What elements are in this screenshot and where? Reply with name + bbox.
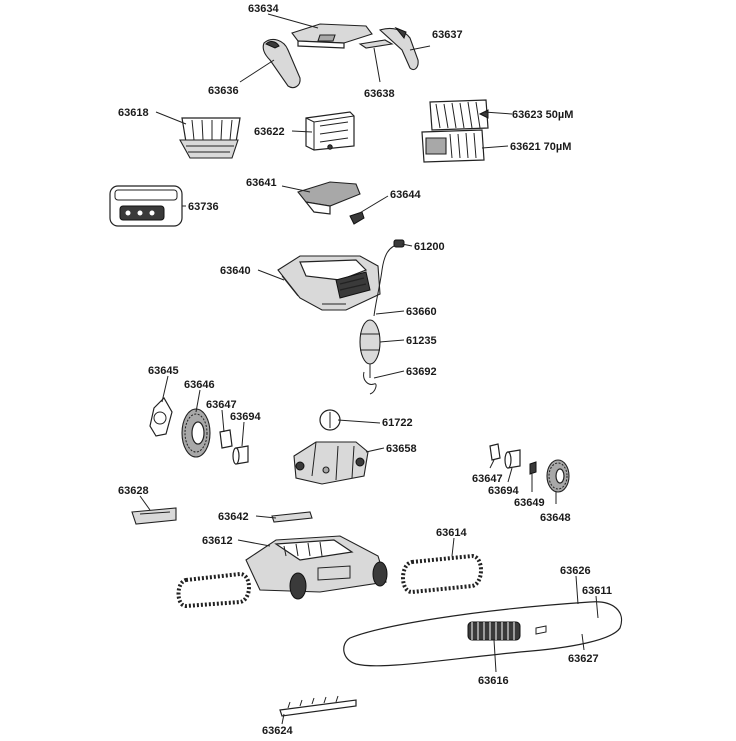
brush-assembly-part bbox=[343, 601, 623, 667]
label-63646: 63646 bbox=[184, 379, 215, 391]
motor-unit-part bbox=[293, 441, 369, 485]
label-63616: 63616 bbox=[478, 675, 509, 687]
filter-basket-part bbox=[179, 117, 241, 159]
label-63622: 63622 bbox=[254, 126, 285, 138]
right-bushing-part bbox=[489, 443, 501, 461]
label-63658: 63658 bbox=[386, 443, 417, 455]
intake-cover-part bbox=[131, 507, 177, 525]
label-63694-right: 63694 bbox=[488, 485, 519, 497]
fine-filter-panel-part bbox=[429, 99, 489, 131]
power-supply-box-part bbox=[109, 185, 183, 227]
cable-connector-part bbox=[363, 371, 377, 395]
handle-clip-part bbox=[349, 211, 365, 225]
label-63624: 63624 bbox=[262, 725, 293, 736]
wheel-cap-part bbox=[149, 397, 173, 437]
label-63623: 63623 50µM bbox=[512, 109, 573, 121]
squeegee-strip-part bbox=[279, 695, 357, 717]
label-63736: 63736 bbox=[188, 201, 219, 213]
label-63660: 63660 bbox=[406, 306, 437, 318]
label-63647-right: 63647 bbox=[472, 473, 503, 485]
leader-lines bbox=[139, 13, 599, 725]
swivel-float-part bbox=[359, 319, 381, 378]
right-side-cover-part bbox=[378, 26, 419, 71]
label-63636: 63636 bbox=[208, 85, 239, 97]
lid-clip-part bbox=[358, 39, 394, 49]
label-63621: 63621 70µM bbox=[510, 141, 571, 153]
coarse-filter-panel-part bbox=[421, 129, 485, 163]
left-bearing-part bbox=[232, 445, 249, 465]
label-63611: 63611 bbox=[582, 585, 612, 597]
label-63614: 63614 bbox=[436, 527, 467, 539]
right-washer-part bbox=[529, 461, 537, 475]
right-drive-wheel-part bbox=[546, 459, 570, 493]
label-63648: 63648 bbox=[540, 512, 571, 524]
label-61200: 61200 bbox=[414, 241, 445, 253]
label-63618: 63618 bbox=[118, 107, 149, 119]
label-63642: 63642 bbox=[218, 511, 249, 523]
label-63627: 63627 bbox=[568, 653, 599, 665]
power-cable-part bbox=[373, 239, 405, 317]
label-63634: 63634 bbox=[248, 3, 279, 15]
left-side-cover-part bbox=[262, 38, 301, 89]
label-63644: 63644 bbox=[390, 189, 421, 201]
label-63692: 63692 bbox=[406, 366, 437, 378]
label-63640: 63640 bbox=[220, 265, 251, 277]
label-63637: 63637 bbox=[432, 29, 463, 41]
left-bushing-part bbox=[219, 429, 233, 449]
chassis-part bbox=[176, 535, 388, 609]
label-63626: 63626 bbox=[560, 565, 591, 577]
label-63628: 63628 bbox=[118, 485, 149, 497]
label-63694-left: 63694 bbox=[230, 411, 261, 423]
label-63612: 63612 bbox=[202, 535, 233, 547]
part-labels: 63634 63637 63636 63638 63618 63622 6362… bbox=[118, 3, 612, 737]
left-drive-wheel-part bbox=[181, 408, 211, 458]
label-61722: 61722 bbox=[382, 417, 413, 429]
upper-housing-part bbox=[277, 255, 381, 311]
label-63641: 63641 bbox=[246, 177, 277, 189]
filter-frame-part bbox=[305, 111, 355, 151]
bottom-rail-part bbox=[271, 511, 313, 523]
track-belt-part bbox=[401, 553, 483, 595]
right-bearing-part bbox=[504, 449, 521, 469]
label-63645: 63645 bbox=[148, 365, 179, 377]
label-61235: 61235 bbox=[406, 335, 437, 347]
top-lid-part bbox=[291, 23, 373, 49]
motor-screw-part bbox=[319, 409, 341, 431]
label-63638: 63638 bbox=[364, 88, 395, 100]
label-63647-left: 63647 bbox=[206, 399, 237, 411]
label-63649: 63649 bbox=[514, 497, 545, 509]
handle-top-part bbox=[297, 181, 361, 215]
